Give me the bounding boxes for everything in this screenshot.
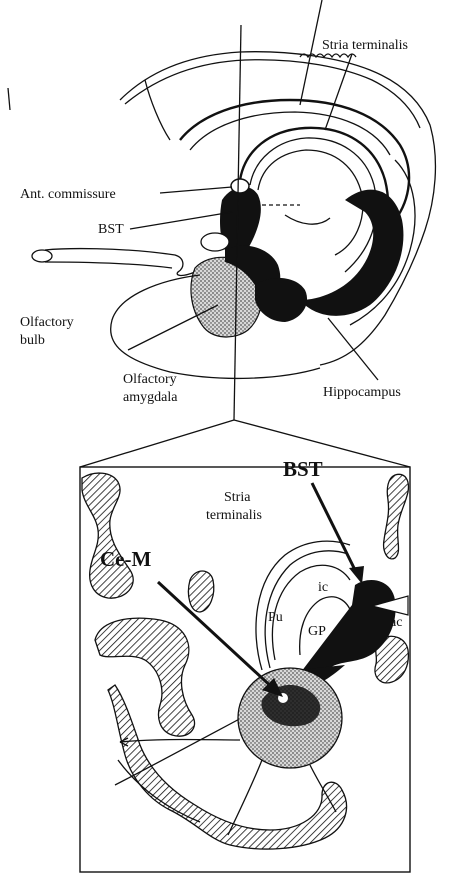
olfactory-bulb [31, 249, 53, 263]
cortex-ribbon-right-top [382, 473, 410, 560]
cortex-ribbon-left-mid [94, 617, 196, 737]
upper-leader-lines [127, 53, 379, 381]
ac-label: ac [390, 615, 402, 630]
ce-m-label: Ce-M [100, 547, 151, 571]
olfactory-amygdala-label-1: Olfactory [123, 372, 177, 387]
ant-commissure-label: Ant. commissure [20, 187, 116, 202]
callosum-arc [179, 98, 411, 221]
cortex-ribbon-bottom [107, 684, 348, 850]
cortex-ribbon-left-top [81, 472, 134, 599]
bst-label-inset: BST [283, 457, 323, 481]
hatched-nucleus [187, 570, 215, 613]
cortex-outline [119, 51, 437, 366]
stria-terminalis-inset-label-2: terminalis [206, 508, 262, 523]
pu-label: Pu [268, 610, 283, 625]
bst-arrow [310, 482, 359, 575]
bst-label-upper: BST [98, 222, 124, 237]
olfactory-bulb-label-2: bulb [20, 333, 45, 348]
olfactory-tract [44, 247, 196, 277]
cortex-ribbon-right-low [374, 635, 410, 684]
ic-label: ic [318, 580, 328, 595]
inset-stria-arc [255, 540, 351, 671]
upper-brain-sketch [7, 0, 437, 421]
inset-bst-mass [298, 580, 396, 678]
stria-terminalis-inset-label-1: Stria [224, 490, 251, 505]
anterior-commissure [230, 178, 250, 194]
gp-outline [299, 596, 353, 656]
ce-m-arrow [156, 580, 277, 692]
hippocampus-label: Hippocampus [323, 385, 401, 400]
inset-frame [79, 466, 411, 873]
olfactory-amygdala-label-2: amygdala [123, 390, 178, 405]
inset-panel [79, 466, 411, 873]
gp-label: GP [308, 624, 326, 639]
putamen-outline [271, 564, 351, 661]
hippocampus-band [300, 189, 404, 316]
olfactory-bulb-label-1: Olfactory [20, 315, 74, 330]
stria-terminalis-label: Stria terminalis [322, 38, 408, 53]
anterior-commissure-inset [369, 595, 409, 616]
zoom-connector [79, 419, 411, 468]
bst-mass [220, 186, 261, 259]
